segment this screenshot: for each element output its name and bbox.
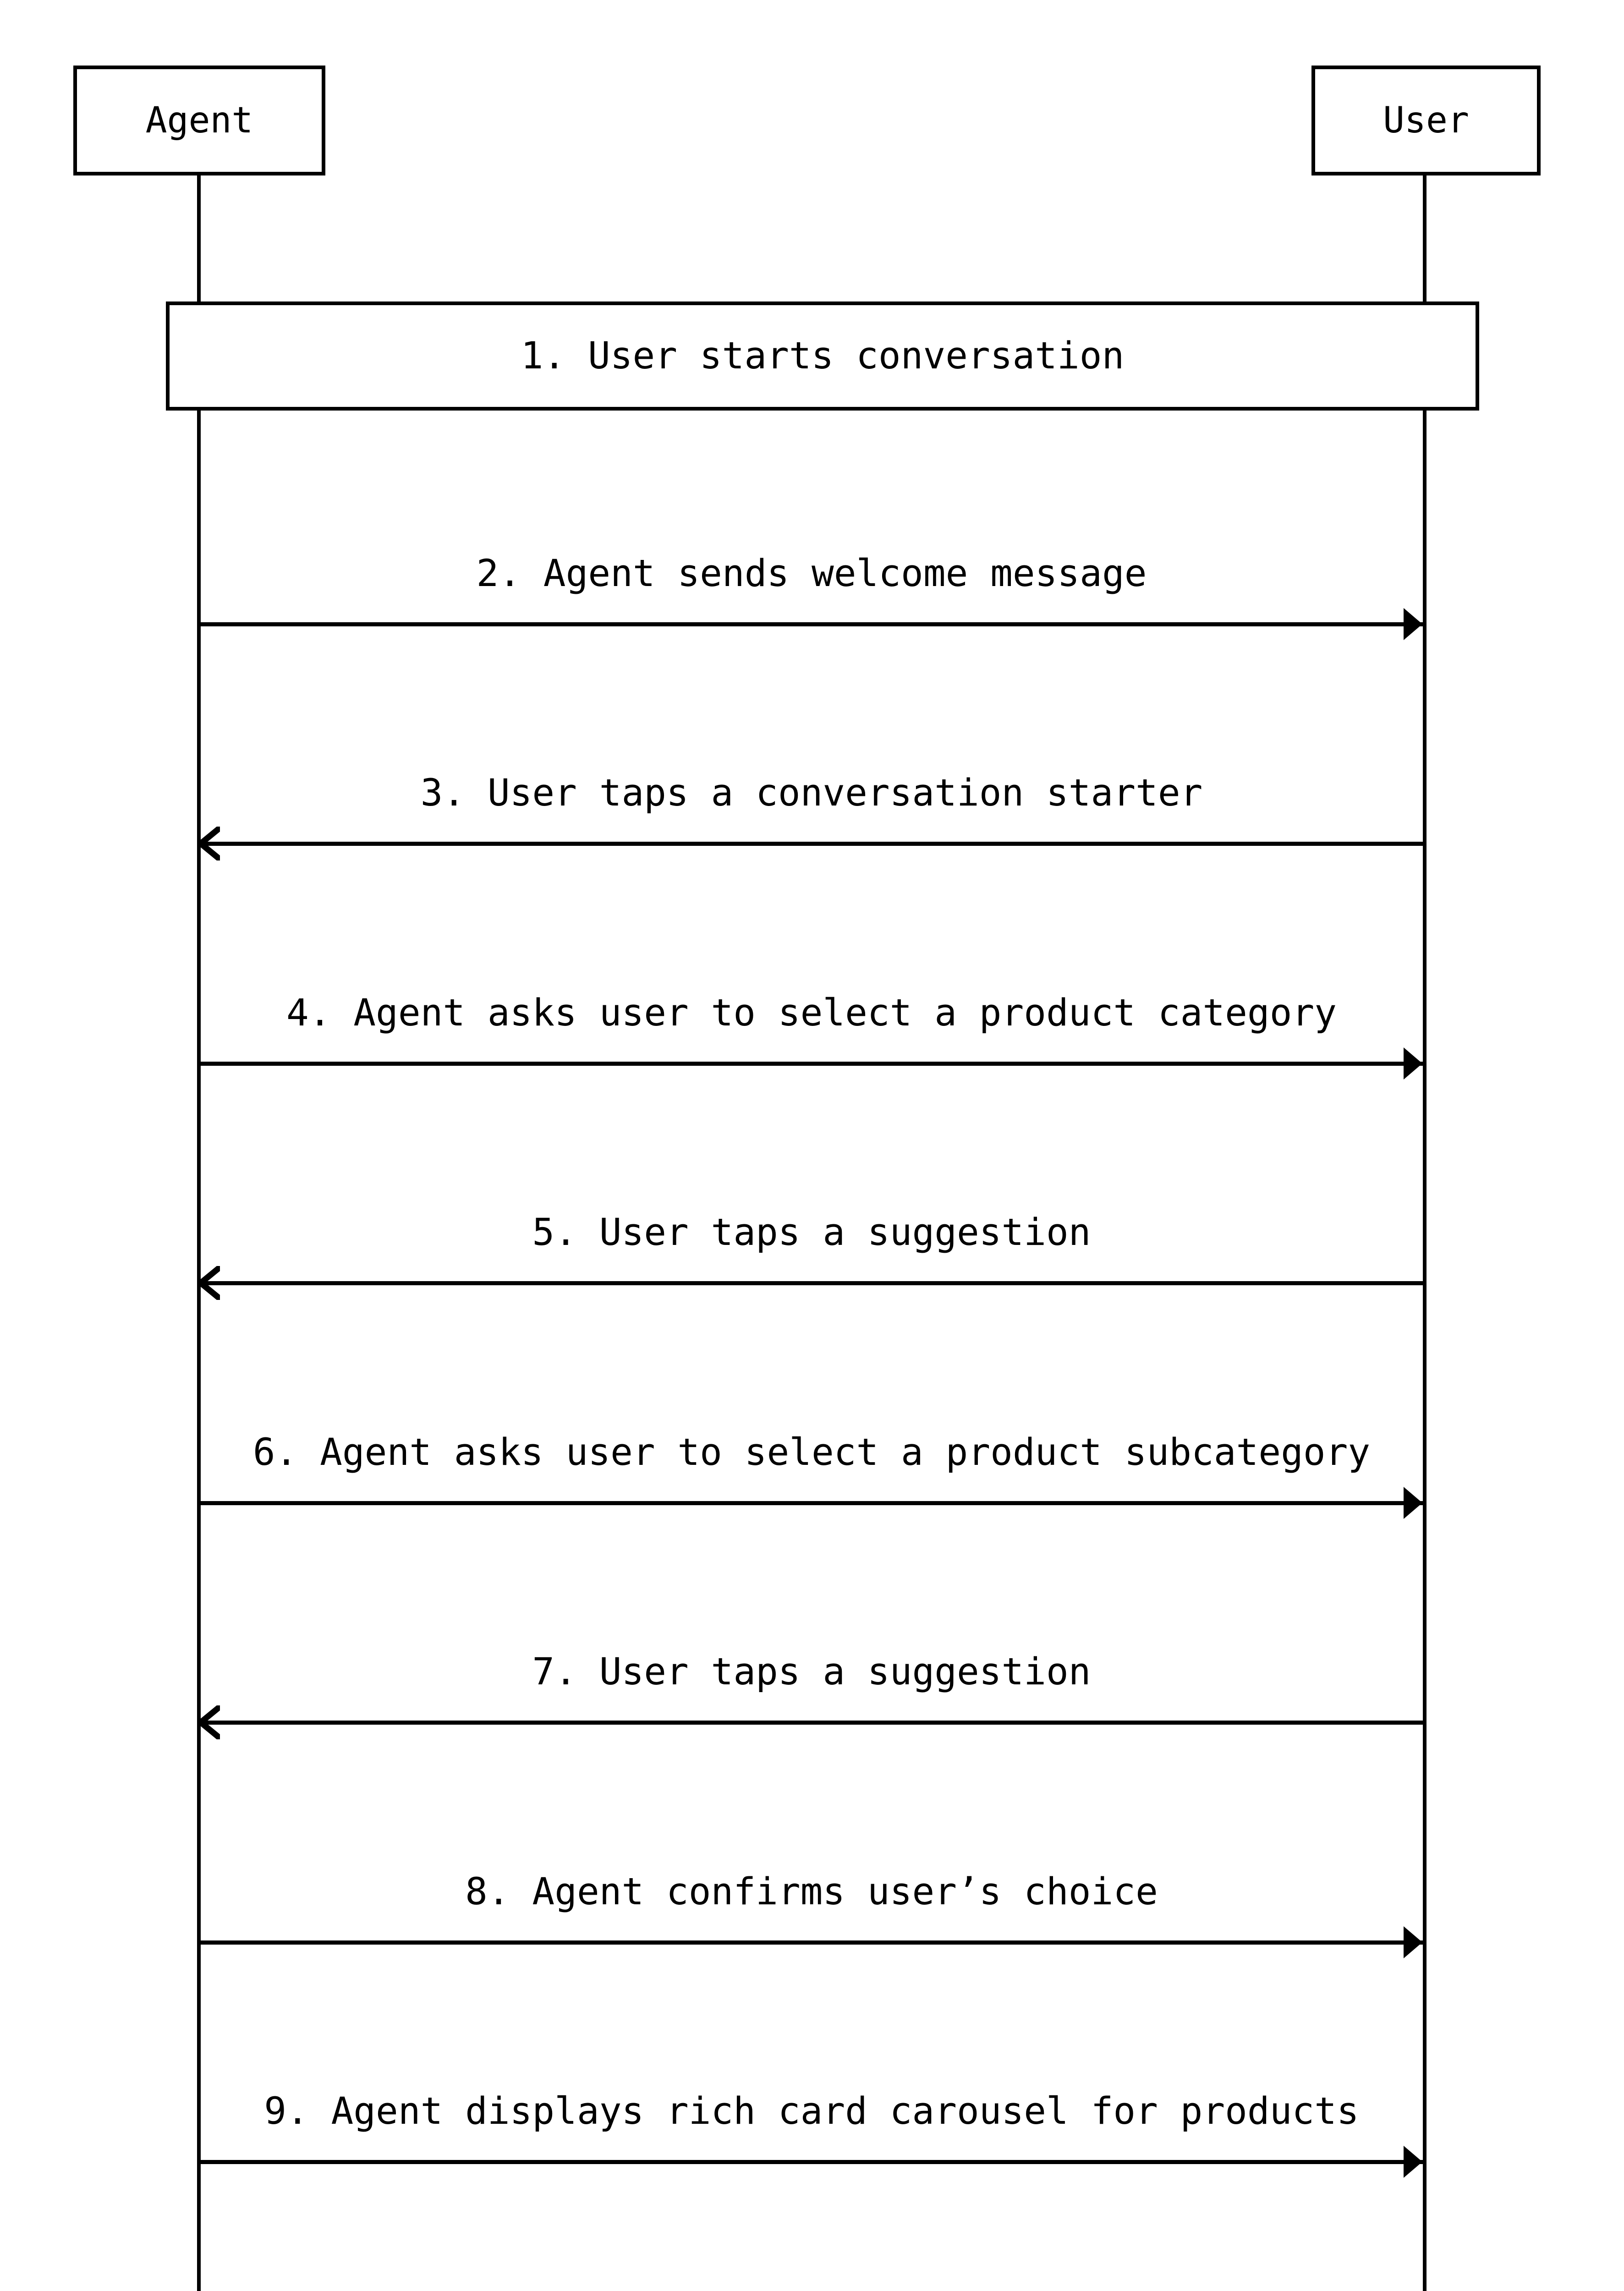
- actor-label-user: User: [1383, 100, 1469, 141]
- arrowhead-open-left-icon: [199, 1705, 220, 1739]
- note-text: 1. User starts conversation: [521, 334, 1125, 378]
- message-line: [201, 1062, 1423, 1066]
- message-label: 3. User taps a conversation starter: [420, 772, 1203, 815]
- arrowhead-filled-right-icon: [1404, 1047, 1422, 1080]
- message-label: 4. Agent asks user to select a product c…: [286, 992, 1337, 1035]
- lifeline-agent: [197, 174, 201, 2291]
- message-line: [201, 1281, 1423, 1285]
- message-label: 7. User taps a suggestion: [532, 1650, 1091, 1694]
- arrowhead-filled-right-icon: [1404, 1487, 1422, 1519]
- actor-box-user-top: User: [1311, 66, 1541, 175]
- message-line: [201, 2160, 1423, 2164]
- message-label: 9. Agent displays rich card carousel for…: [264, 2090, 1359, 2133]
- arrowhead-open-left-icon: [199, 827, 220, 860]
- arrowhead-filled-right-icon: [1404, 2146, 1422, 2178]
- message-line: [201, 1721, 1423, 1725]
- lifeline-user: [1423, 174, 1426, 2291]
- actor-box-agent-top: Agent: [73, 66, 325, 175]
- message-label: 6. Agent asks user to select a product s…: [252, 1431, 1371, 1474]
- message-label: 2. Agent sends welcome message: [476, 552, 1147, 595]
- arrowhead-open-left-icon: [199, 1266, 220, 1300]
- message-line: [201, 622, 1423, 626]
- message-line: [201, 1940, 1423, 1945]
- arrowhead-filled-right-icon: [1404, 1926, 1422, 1958]
- actor-label-agent: Agent: [145, 100, 253, 141]
- message-line: [201, 842, 1423, 846]
- message-label: 8. Agent confirms user’s choice: [465, 1870, 1158, 1913]
- note-banner: 1. User starts conversation: [166, 301, 1479, 411]
- message-label: 5. User taps a suggestion: [532, 1211, 1091, 1254]
- message-line: [201, 1501, 1423, 1505]
- arrowhead-filled-right-icon: [1404, 608, 1422, 640]
